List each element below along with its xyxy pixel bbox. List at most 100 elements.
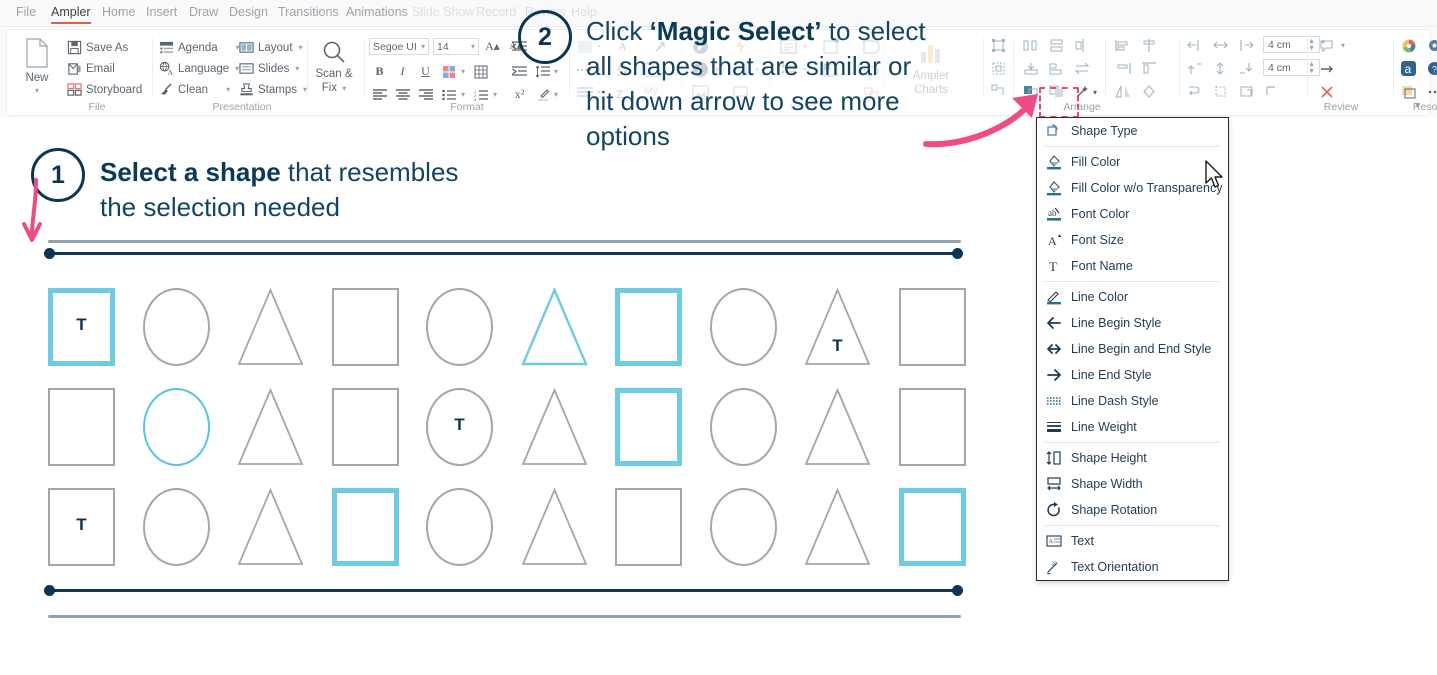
rectangle-shape[interactable] <box>331 288 399 366</box>
align-right-obj-button[interactable] <box>1113 59 1132 78</box>
swap-button[interactable] <box>1073 59 1092 78</box>
shape-triangle[interactable]: T <box>804 288 871 366</box>
line-spacing-button[interactable] <box>533 62 552 81</box>
insert-shape-button[interactable] <box>731 37 750 56</box>
ellipse-shape[interactable] <box>709 388 777 466</box>
storyboard-item[interactable]: Storyboard <box>67 82 142 97</box>
layout-caret-icon[interactable]: ▾ <box>298 43 303 52</box>
insert-rounded-caret-icon[interactable]: ▾ <box>755 65 760 74</box>
align-center-obj-button[interactable] <box>1139 36 1158 55</box>
reorder-button[interactable] <box>989 82 1008 101</box>
rectangle-shape[interactable] <box>898 388 966 466</box>
ampler-charts-button[interactable]: Ampler Charts <box>907 40 955 98</box>
insert-textbox-button[interactable] <box>779 37 798 56</box>
shape-rect[interactable] <box>48 388 115 466</box>
split-button[interactable] <box>1073 36 1092 55</box>
rotate-text-button[interactable] <box>651 37 670 56</box>
size-icon-9[interactable] <box>1237 82 1256 101</box>
size-icon-7[interactable] <box>1185 82 1204 101</box>
shape-rect-selected[interactable]: T <box>48 288 115 366</box>
ribbon-tab-home[interactable]: Home <box>96 2 141 24</box>
stamps-item[interactable]: Stamps ▾ <box>239 82 307 97</box>
underline-button[interactable]: U <box>416 62 435 81</box>
stamps-caret-icon[interactable]: ▾ <box>303 85 308 94</box>
shape-width-spinner[interactable]: 4 cm ▲▼ <box>1263 59 1320 76</box>
send-backward-button[interactable] <box>1047 82 1066 101</box>
triangle-shape[interactable] <box>237 388 304 466</box>
superscript-button[interactable]: x² <box>510 85 529 104</box>
shape-rect-selected[interactable] <box>331 488 399 566</box>
font-size-input[interactable]: 14 ▾ <box>433 38 479 55</box>
help-button[interactable]: ? <box>1425 59 1437 78</box>
triangle-shape[interactable] <box>237 488 304 566</box>
align-objects-button[interactable] <box>1047 59 1066 78</box>
layout-item[interactable]: Layout ▾ <box>239 40 303 55</box>
ribbon-tab-ampler[interactable]: Ampler <box>45 2 97 24</box>
insert-text-button[interactable]: A <box>691 60 710 79</box>
insert-diagram-button[interactable] <box>861 83 880 102</box>
insert-text-caret-icon[interactable]: ▾ <box>715 65 720 74</box>
insert-textbox-caret-icon[interactable]: ▾ <box>803 42 808 51</box>
italic-button[interactable]: I <box>393 62 412 81</box>
ribbon-tab-file[interactable]: File <box>10 2 42 24</box>
shape-width-arrows-icon[interactable]: ▲▼ <box>1308 60 1315 75</box>
shape-rect-selected[interactable] <box>615 388 682 466</box>
shape-fill-button[interactable] <box>575 37 594 56</box>
new-comment-caret-icon[interactable]: ▾ <box>1341 41 1346 50</box>
menu-item-shape-rotation[interactable]: Shape Rotation <box>1037 497 1228 523</box>
shape-rect[interactable] <box>898 288 966 366</box>
settings-button[interactable] <box>1425 36 1437 55</box>
scan-and-fix-caret-icon[interactable]: ▾ <box>342 84 347 94</box>
save-as-item[interactable]: Save As <box>67 40 128 55</box>
shape-rect[interactable] <box>615 488 682 566</box>
agenda-caret-icon[interactable]: ▾ <box>235 43 240 52</box>
menu-item-line-color[interactable]: Line Color <box>1037 284 1228 310</box>
insert-banner-button[interactable] <box>861 37 880 56</box>
insert-rounded-button[interactable] <box>731 60 750 79</box>
shape-rect-selected[interactable] <box>615 288 682 366</box>
size-icon-8[interactable] <box>1211 82 1230 101</box>
language-caret-icon[interactable]: ▾ <box>235 64 240 73</box>
highlight-caret-icon[interactable]: ▾ <box>461 67 466 76</box>
size-icon-5[interactable] <box>1211 59 1230 78</box>
rectangle-shape[interactable] <box>48 388 115 466</box>
ellipse-shape[interactable] <box>142 488 210 566</box>
shape-rect[interactable] <box>331 288 399 366</box>
insert-callout-button[interactable] <box>731 83 750 102</box>
align-center-button[interactable] <box>393 85 412 104</box>
numbering-button[interactable]: 1 2 3 <box>471 85 490 104</box>
shape-ellipse[interactable] <box>142 288 210 366</box>
triangle-shape[interactable] <box>237 288 304 366</box>
shape-triangle[interactable] <box>804 388 871 466</box>
menu-item-shape-height[interactable]: Shape Height <box>1037 445 1228 471</box>
email-item[interactable]: Email <box>67 61 115 76</box>
duplicate-button[interactable] <box>1399 82 1418 101</box>
ribbon-tab-insert[interactable]: Insert <box>140 2 183 24</box>
triangle-shape[interactable] <box>521 388 588 466</box>
rectangle-shape[interactable] <box>615 388 682 466</box>
insert-picture-button[interactable] <box>691 83 710 102</box>
ellipse-shape[interactable] <box>709 488 777 566</box>
shape-triangle[interactable] <box>237 388 304 466</box>
paragraph-fill-caret-icon[interactable]: ▾ <box>597 88 602 97</box>
scan-and-fix-button[interactable]: Scan & Fix ▾ <box>310 40 358 96</box>
agenda-item[interactable]: Agenda ▾ <box>159 40 240 55</box>
insert-icon-button[interactable] <box>691 37 710 56</box>
line-spacing-caret-icon[interactable]: ▾ <box>554 67 559 76</box>
ellipse-shape[interactable] <box>142 388 210 466</box>
theme-button[interactable] <box>1399 36 1418 55</box>
language-item[interactable]: A Language ▾ <box>159 61 239 76</box>
font-name-caret-icon[interactable]: ▾ <box>420 42 425 51</box>
menu-item-line-begin-style[interactable]: Line Begin Style <box>1037 310 1228 336</box>
menu-item-fill-color-w-o-transparency[interactable]: Fill Color w/o Transparency <box>1037 175 1228 201</box>
shape-ellipse[interactable] <box>426 288 493 366</box>
slides-item[interactable]: Slides ▾ <box>239 61 299 76</box>
shape-triangle[interactable] <box>804 488 871 566</box>
ribbon-tab-draw[interactable]: Draw <box>183 2 224 24</box>
size-icon-6[interactable] <box>1237 59 1256 78</box>
bullets-caret-icon[interactable]: ▾ <box>461 90 466 99</box>
